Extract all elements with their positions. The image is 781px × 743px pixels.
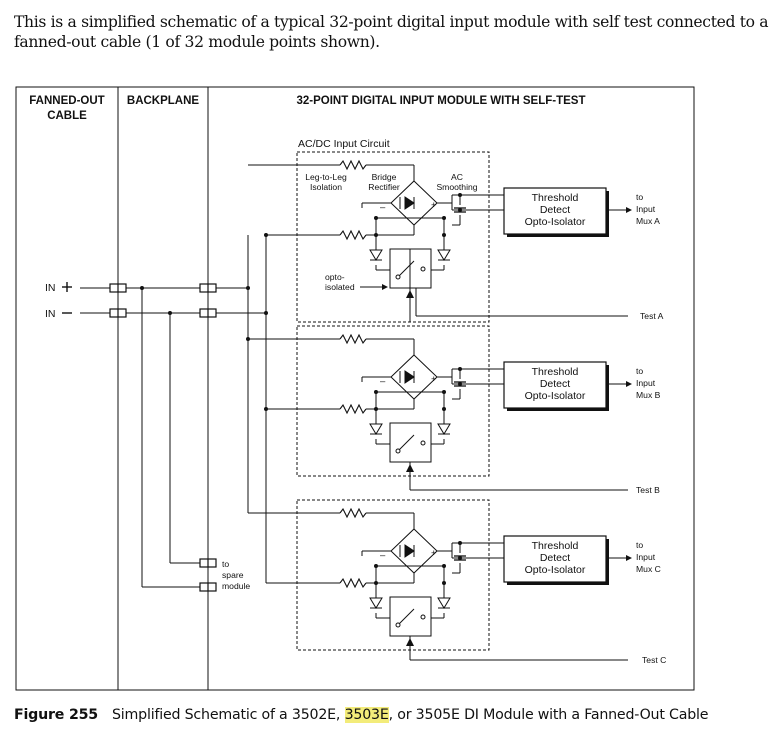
svg-text:Threshold: Threshold xyxy=(532,366,579,378)
caption-text-post: , or 3505E DI Module with a Fanned-Out C… xyxy=(388,707,709,723)
header-fanned-out: FANNED-OUT xyxy=(29,95,104,107)
caption-text-pre: Simplified Schematic of a 3502E, xyxy=(111,707,341,723)
svg-text:Opto-Isolator: Opto-Isolator xyxy=(525,216,586,228)
opto-pointer-arrow xyxy=(382,284,388,290)
cable-connector-minus xyxy=(109,308,127,318)
label-bridge: Bridge xyxy=(372,172,397,182)
svg-text:Input: Input xyxy=(636,552,656,562)
channel-c: – + Threshold Detect Opto-Isolator to In… xyxy=(248,499,666,665)
svg-text:–: – xyxy=(380,550,386,561)
backplane-connector-minus xyxy=(199,308,217,318)
label-rectifier: Rectifier xyxy=(368,182,400,192)
channel-a: – + Threshold Detect Opto-Isolator to In… xyxy=(248,151,664,323)
svg-text:Input: Input xyxy=(636,378,656,388)
mux-a-label: Mux A xyxy=(636,216,660,226)
label-ac: AC xyxy=(451,172,463,182)
svg-text:Opto-Isolator: Opto-Isolator xyxy=(525,390,586,402)
spare-connector-2 xyxy=(199,582,217,592)
circuit-title: AC/DC Input Circuit xyxy=(298,138,390,150)
svg-text:Detect: Detect xyxy=(540,378,570,390)
test-a-label: Test A xyxy=(640,311,664,321)
svg-text:+: + xyxy=(431,548,437,559)
test-c-label: Test C xyxy=(642,655,666,665)
svg-text:+: + xyxy=(431,200,437,211)
backplane-connector-plus xyxy=(199,283,217,293)
svg-text:Detect: Detect xyxy=(540,204,570,216)
cable-connector-plus xyxy=(109,283,127,293)
svg-text:Threshold: Threshold xyxy=(532,540,579,552)
spare-label-module: module xyxy=(222,581,250,591)
figure-caption: Figure 255 Simplified Schematic of a 3502… xyxy=(14,707,708,723)
test-b-label: Test B xyxy=(636,485,660,495)
header-backplane: BACKPLANE xyxy=(127,95,200,107)
spare-label-to: to xyxy=(222,559,229,569)
spare-connector-1 xyxy=(199,558,217,568)
svg-text:to: to xyxy=(636,366,643,376)
header-module: 32-POINT DIGITAL INPUT MODULE WITH SELF-… xyxy=(297,95,586,107)
label-leg-to-leg: Leg-to-Leg xyxy=(305,172,347,182)
svg-text:–: – xyxy=(380,376,386,387)
label-isolated: isolated xyxy=(325,282,355,292)
svg-text:Threshold: Threshold xyxy=(532,192,579,204)
intro-paragraph: This is a simplified schematic of a typi… xyxy=(14,13,769,51)
field-wiring xyxy=(80,235,267,588)
mux-c-label: Mux C xyxy=(636,564,661,574)
plus-sign-icon xyxy=(62,282,72,292)
diagram-frame xyxy=(15,86,695,691)
svg-text:Detect: Detect xyxy=(540,552,570,564)
svg-text:–: – xyxy=(380,202,386,213)
in-plus-label: IN xyxy=(45,282,56,294)
in-minus-label: IN xyxy=(45,308,56,320)
svg-text:to: to xyxy=(636,540,643,550)
svg-text:Opto-Isolator: Opto-Isolator xyxy=(525,564,586,576)
svg-text:to: to xyxy=(636,192,643,202)
junction-dots xyxy=(140,233,268,411)
header-cable: CABLE xyxy=(47,110,87,122)
svg-text:Input: Input xyxy=(636,204,656,214)
schematic-diagram: FANNED-OUT CABLE BACKPLANE 32-POINT DIGI… xyxy=(15,86,695,691)
figure-number: Figure 255 xyxy=(14,707,98,723)
mux-b-label: Mux B xyxy=(636,390,661,400)
label-isolation: Isolation xyxy=(310,182,342,192)
spare-label-spare: spare xyxy=(222,570,244,580)
label-opto: opto- xyxy=(325,272,345,282)
caption-highlight: 3503E xyxy=(344,707,389,723)
label-smoothing: Smoothing xyxy=(436,182,477,192)
channel-b: – + Threshold Detect Opto-Isolator to In… xyxy=(248,325,661,495)
svg-text:+: + xyxy=(431,374,437,385)
